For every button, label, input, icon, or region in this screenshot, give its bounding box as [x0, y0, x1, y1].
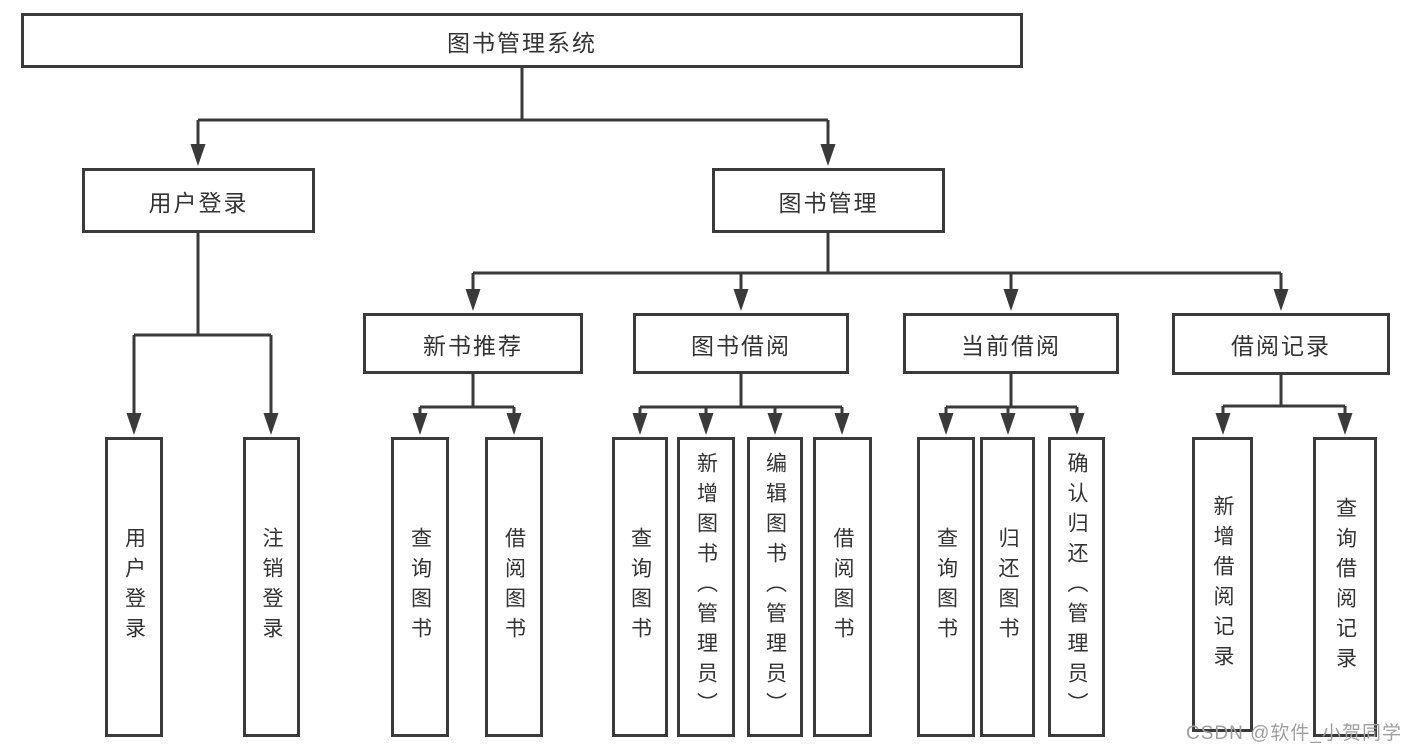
arrowhead-icon — [632, 413, 648, 435]
node-borrow-books-leaf: 借阅图书 — [813, 437, 872, 737]
node-user-login: 用户登录 — [82, 168, 315, 233]
connector-records-to-leaves — [1221, 375, 1347, 421]
arrowhead-icon — [126, 413, 142, 435]
node-edit-books-admin: 编辑图书（管理员） — [747, 437, 803, 737]
node-logout-leaf: 注销登录 — [243, 437, 300, 737]
arrowhead-icon — [1000, 413, 1016, 435]
arrowhead-icon — [506, 413, 522, 435]
node-return-books: 归还图书 — [980, 437, 1035, 737]
arrowhead-icon — [190, 144, 206, 166]
node-confirm-return-admin: 确认归还（管理员） — [1048, 437, 1105, 737]
arrowhead-icon — [834, 413, 850, 435]
arrowhead-icon — [767, 413, 783, 435]
node-new-book-recommend: 新书推荐 — [363, 313, 583, 374]
node-add-borrow-record: 新增借阅记录 — [1192, 437, 1253, 732]
node-current-borrowing: 当前借阅 — [903, 313, 1119, 374]
node-add-books-admin: 新增图书（管理员） — [677, 437, 735, 737]
node-book-management: 图书管理 — [712, 168, 945, 233]
node-query-books-recommend: 查询图书 — [391, 437, 449, 737]
node-query-borrow-record: 查询借阅记录 — [1313, 437, 1377, 737]
arrowhead-icon — [1273, 289, 1289, 311]
arrowhead-icon — [938, 413, 954, 435]
connector-recommend-to-leaves — [418, 374, 516, 421]
arrowhead-icon — [698, 413, 714, 435]
connector-userlogin-to-leaves — [132, 233, 273, 421]
node-query-books-current: 查询图书 — [917, 437, 975, 737]
node-user-login-leaf: 用户登录 — [105, 437, 163, 737]
node-book-borrowing: 图书借阅 — [633, 313, 849, 374]
arrowhead-icon — [1003, 289, 1019, 311]
arrowhead-icon — [263, 413, 279, 435]
arrowhead-icon — [1215, 413, 1231, 435]
arrowhead-icon — [412, 413, 428, 435]
arrowhead-icon — [1337, 413, 1353, 435]
connector-root-to-level2 — [196, 68, 830, 152]
arrowhead-icon — [1069, 413, 1085, 435]
arrowhead-icon — [465, 289, 481, 311]
connector-bookmgmt-to-level3 — [471, 233, 1283, 297]
watermark-text: CSDN @软件_小贺同学 — [1186, 723, 1402, 744]
arrowhead-icon — [820, 144, 836, 166]
arrowhead-icon — [733, 289, 749, 311]
node-root: 图书管理系统 — [21, 13, 1023, 68]
node-borrow-books-recommend: 借阅图书 — [485, 437, 543, 737]
node-query-books-borrowing: 查询图书 — [612, 437, 668, 737]
node-borrowing-records: 借阅记录 — [1172, 313, 1390, 375]
